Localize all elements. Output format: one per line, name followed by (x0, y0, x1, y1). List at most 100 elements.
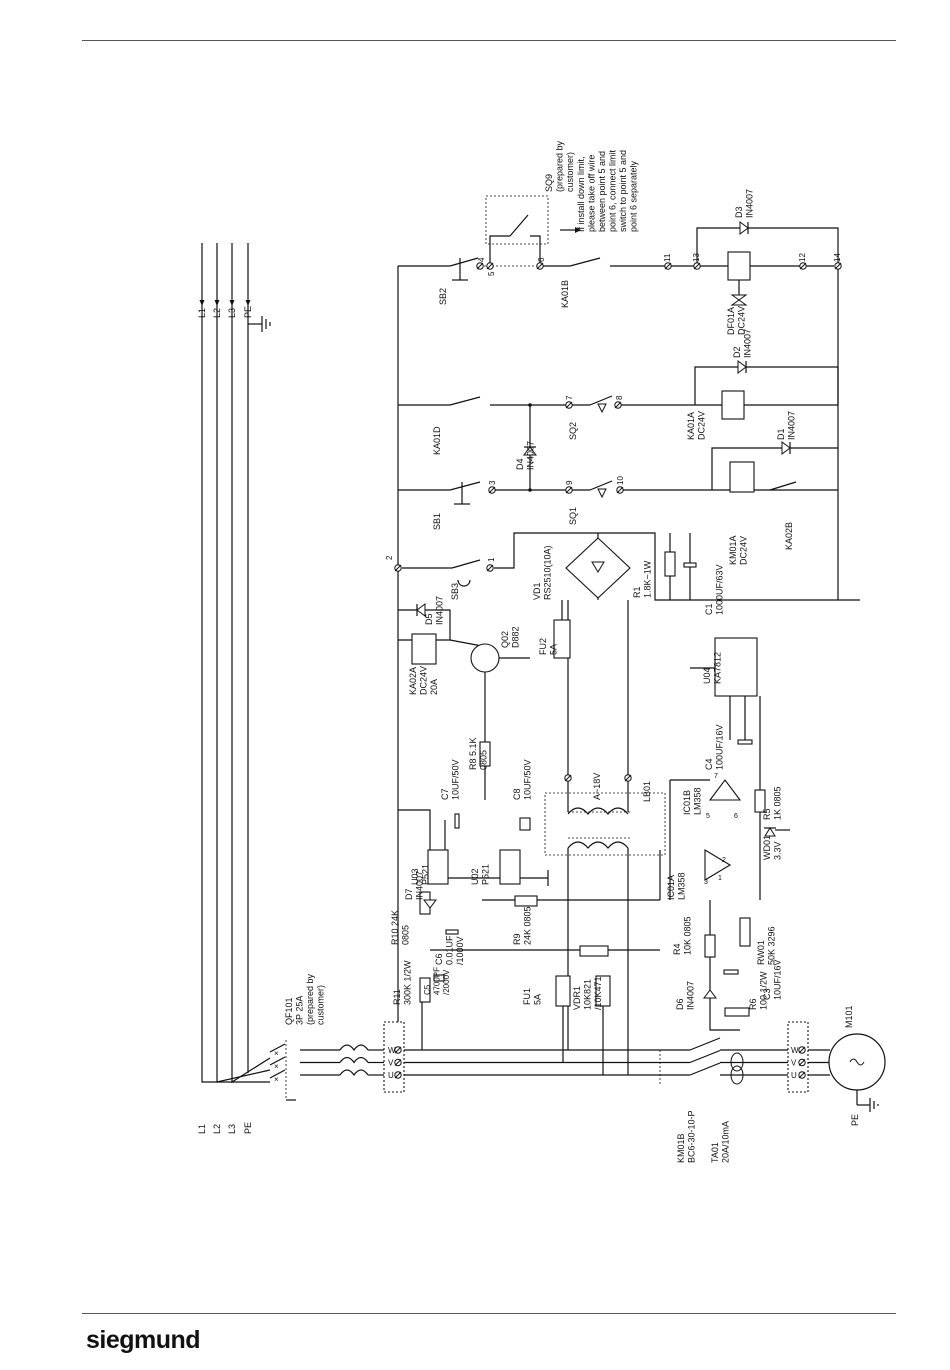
ka01b-contact (569, 257, 601, 267)
m101-label-line: M101 (844, 1005, 854, 1028)
r11-label-line: 300K 1/2W (403, 960, 413, 1005)
sq1-contact (589, 480, 613, 491)
m101-label: M101 (844, 1005, 854, 1028)
header-rule (82, 40, 896, 41)
r4-label-line: 10K 0805 (683, 916, 693, 955)
terminal-block-left (383, 1021, 405, 1093)
pin-13-line: 13 (692, 253, 701, 262)
opamp-pin-label: 3 (704, 879, 708, 886)
pin-13: 13 (692, 253, 701, 262)
qf-x: × (274, 1049, 279, 1058)
mains-label-bottom-line: L2 (212, 1124, 222, 1134)
ka02b-label: KA02B (784, 522, 794, 550)
mains-to-qf (231, 1057, 271, 1084)
t1 (486, 564, 494, 572)
c6-label-line: /1000V (455, 936, 465, 965)
c5-label-line: C5 (423, 984, 432, 995)
mains-label-bottom: L1 (197, 1124, 207, 1134)
ka02b-label-line: KA02B (784, 522, 794, 550)
d4-label-line: D4 (515, 458, 525, 470)
d2-loop (694, 366, 839, 405)
t9 (565, 486, 573, 494)
note-label-line: If install down limit, (576, 156, 586, 232)
note-label-line: switch to point 5 and (618, 150, 628, 232)
c8-label-line: C8 (512, 788, 522, 800)
r9-label-line: 24K 0805 (523, 906, 533, 945)
r4-label-line: R4 (672, 943, 682, 955)
mains-arrow (214, 300, 220, 306)
opamp-pin-label: 7 (714, 773, 718, 780)
ka01d-label: KA01D (432, 426, 442, 455)
pin-3-line: 3 (488, 480, 497, 485)
km01b-contact (689, 1049, 721, 1064)
pin-9-line: 9 (565, 480, 574, 485)
terminal-slash (565, 401, 573, 409)
mains-label-bottom-line: L3 (227, 1124, 237, 1134)
r8-label-line: 0805 (479, 750, 489, 770)
sb3-contact (451, 559, 481, 569)
sb2-label-line: SB2 (438, 288, 448, 305)
ka02a-label-line: DC24V (419, 666, 429, 695)
d7-label-line: IN4007 (415, 871, 425, 900)
ka02a-label-line: KA02A (408, 667, 418, 695)
c6-label-line: 0.01UF (445, 935, 455, 965)
t11 (664, 262, 672, 270)
qf101-label-line: customer) (316, 985, 326, 1025)
sb3-label-line: SB3 (450, 583, 460, 600)
ic01b-label-line: IC01B (682, 790, 692, 815)
c6-label-line: C6 (434, 953, 444, 965)
pin-12: 12 (798, 253, 807, 262)
terminal-slash (476, 262, 484, 270)
row4 (494, 532, 838, 601)
r9-resistor (514, 895, 538, 907)
pin-14-line: 14 (833, 253, 842, 262)
mains-label-bottom: L3 (227, 1124, 237, 1134)
note-label: If install down limit,please take off wi… (576, 149, 639, 232)
q02-transistor (470, 643, 500, 673)
r6-label-line: 100 1/2W (759, 971, 769, 1010)
t2 (394, 564, 402, 572)
note-label-line: point 6, connect limit (608, 149, 618, 232)
u04-label-line: U04 (702, 667, 712, 684)
r6-resistor (724, 1007, 750, 1017)
t6 (536, 262, 544, 270)
wd01-label-line: 3.3V (773, 841, 783, 860)
note-arrowhead (575, 227, 581, 233)
lb01-label-line: LB01 (642, 781, 652, 802)
df01a-label-line: DF01A (726, 307, 736, 335)
terminal-slash (488, 486, 496, 494)
c1-plate (683, 562, 697, 568)
c3-label-line: C3 (762, 988, 772, 1000)
mains-arrow (229, 300, 235, 306)
c1-label-line: 1000UF/63V (715, 564, 725, 615)
ka01a-label-line: KA01A (686, 412, 696, 440)
ka02b-contact (769, 481, 797, 491)
pin-4-line: 4 (477, 257, 486, 262)
note-label-line: point 6 separately (629, 160, 639, 232)
r11-resistor (419, 977, 431, 1003)
c4-label-line: C4 (704, 758, 714, 770)
r11-label-line: R11 (392, 989, 402, 1005)
u02-opto (499, 849, 521, 885)
terminal-block-right (787, 1021, 809, 1093)
ka02a-label-line: 20A (429, 679, 439, 695)
terminal-slash (798, 1059, 806, 1066)
terminal-slash (693, 262, 701, 270)
terminal-U (394, 1071, 402, 1079)
ic01b-label-line: LM358 (693, 787, 703, 815)
terminal-slash (565, 486, 573, 494)
c4-label-line: 100UF/16V (715, 724, 725, 770)
vdr1-varistor (595, 975, 611, 1007)
ka01a-coil (721, 390, 745, 420)
c3-label-line: 10UF/16V (773, 959, 783, 1000)
